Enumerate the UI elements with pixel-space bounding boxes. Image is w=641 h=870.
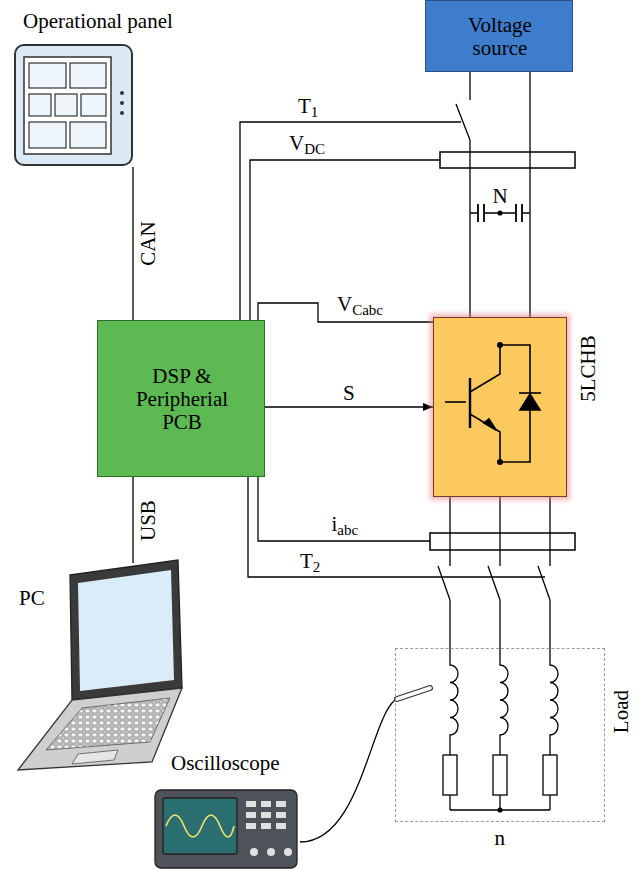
signal-label: N (493, 185, 508, 208)
load-circuit (443, 648, 558, 813)
oscilloscope-node: Oscilloscope (150, 750, 300, 868)
signal-label: iabc (332, 513, 359, 539)
dc-bus-switch (240, 72, 470, 320)
scope-button (246, 823, 256, 829)
laptop-icon (18, 560, 182, 770)
scope-button (261, 812, 271, 818)
node-label: DSP & Peripherial PCB (120, 365, 245, 434)
wire-connector (529, 72, 530, 317)
edge-label: USB (136, 498, 159, 543)
oscilloscope-icon (155, 790, 297, 868)
signal-label: T1 (298, 95, 318, 121)
resistor-symbol (443, 755, 457, 795)
edge-label-holder: CAN (0, 0, 48, 23)
signal-label-holder: N (0, 0, 15, 23)
pc-node: PC (10, 563, 188, 768)
signal-label-holder: n (0, 0, 11, 23)
scope-button (276, 812, 286, 818)
voltage-sensor (250, 152, 575, 320)
scope-button (246, 801, 256, 807)
edge-label: VCabc (335, 293, 385, 319)
signal-label: n (495, 827, 506, 850)
node-label: Operational panel (23, 10, 173, 33)
edge-label-holder: S (0, 0, 16, 23)
node-label: 5LCHB (576, 335, 599, 402)
scope-button (246, 812, 256, 818)
scope-button (261, 823, 271, 829)
edge-label: CAN (137, 219, 160, 267)
node-label: PC (19, 587, 45, 610)
node-label: Oscilloscope (171, 752, 279, 775)
node-label: Load (610, 689, 633, 732)
phase-lines (248, 477, 575, 648)
voltage-source-box: Voltage source (425, 0, 573, 72)
dsp-box: DSP & Peripherial PCB (97, 320, 265, 477)
resistor-symbol (493, 755, 507, 795)
edge-label: S (341, 382, 357, 405)
scope-probe (397, 688, 430, 699)
inverter-box: 5LCHB (433, 317, 567, 497)
wire-connector (132, 477, 133, 563)
panel-node: Operational panel (8, 4, 188, 167)
scope-button (276, 823, 286, 829)
panel-icon (15, 45, 132, 165)
signal-label-holder: T2 (0, 0, 20, 26)
wire-connector (132, 167, 133, 320)
resistor-symbol (543, 755, 557, 795)
signal-label-holder: T1 (0, 0, 20, 26)
edge-label-holder: VCabc (0, 0, 50, 26)
scope-button (276, 801, 286, 807)
node-label: Voltage source (445, 14, 555, 60)
wire-connector (265, 406, 433, 407)
wire-connector (300, 700, 395, 842)
signal-label: VDC (289, 132, 325, 158)
edge-label-holder: USB (0, 0, 45, 23)
signal-label-holder: iabc (0, 0, 27, 26)
signal-label: T2 (300, 550, 320, 576)
load-box: Load (395, 648, 605, 822)
scope-button (261, 801, 271, 807)
signal-label-holder: VDC (0, 0, 36, 26)
